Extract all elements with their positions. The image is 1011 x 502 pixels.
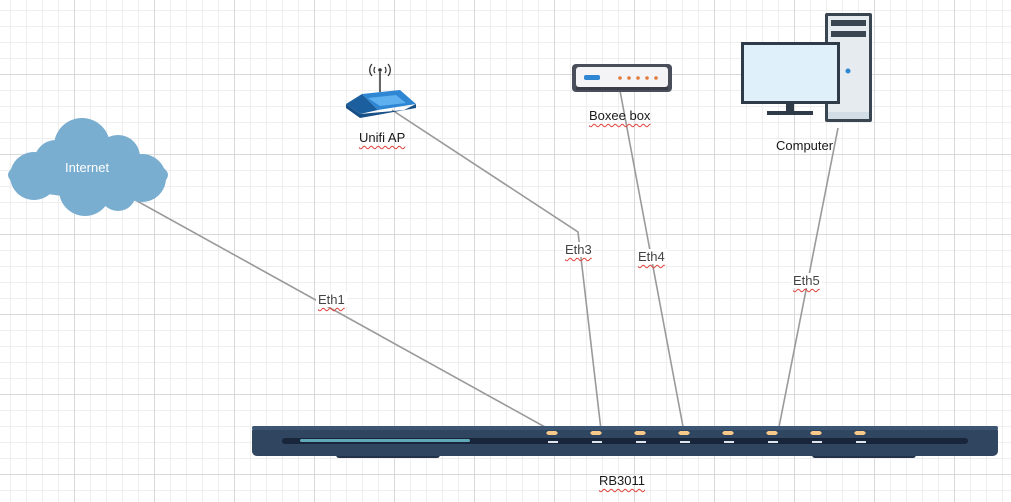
computer-icon[interactable] <box>741 13 872 122</box>
connection-lines <box>109 79 839 433</box>
router-port-leds <box>546 431 866 435</box>
router-ports <box>548 441 866 443</box>
link-label-eth5: Eth5 <box>791 273 822 288</box>
link-label-eth4: Eth4 <box>636 249 667 264</box>
unifi-ap-icon[interactable] <box>346 63 416 118</box>
link-label-eth1: Eth1 <box>316 292 347 307</box>
boxee-box-icon[interactable] <box>572 64 672 92</box>
internet-cloud-icon[interactable] <box>8 118 168 216</box>
rb3011-label: RB3011 <box>599 473 646 488</box>
boxee-box-label: Boxee box <box>589 108 651 123</box>
internet-label: Internet <box>65 160 110 175</box>
unifi-ap-label: Unifi AP <box>359 130 406 145</box>
link-label-eth3: Eth3 <box>563 242 594 257</box>
rb3011-router-icon[interactable] <box>252 426 998 458</box>
computer-label: Computer <box>776 138 834 153</box>
link-eth3[interactable] <box>391 109 602 431</box>
link-eth1[interactable] <box>109 185 555 433</box>
